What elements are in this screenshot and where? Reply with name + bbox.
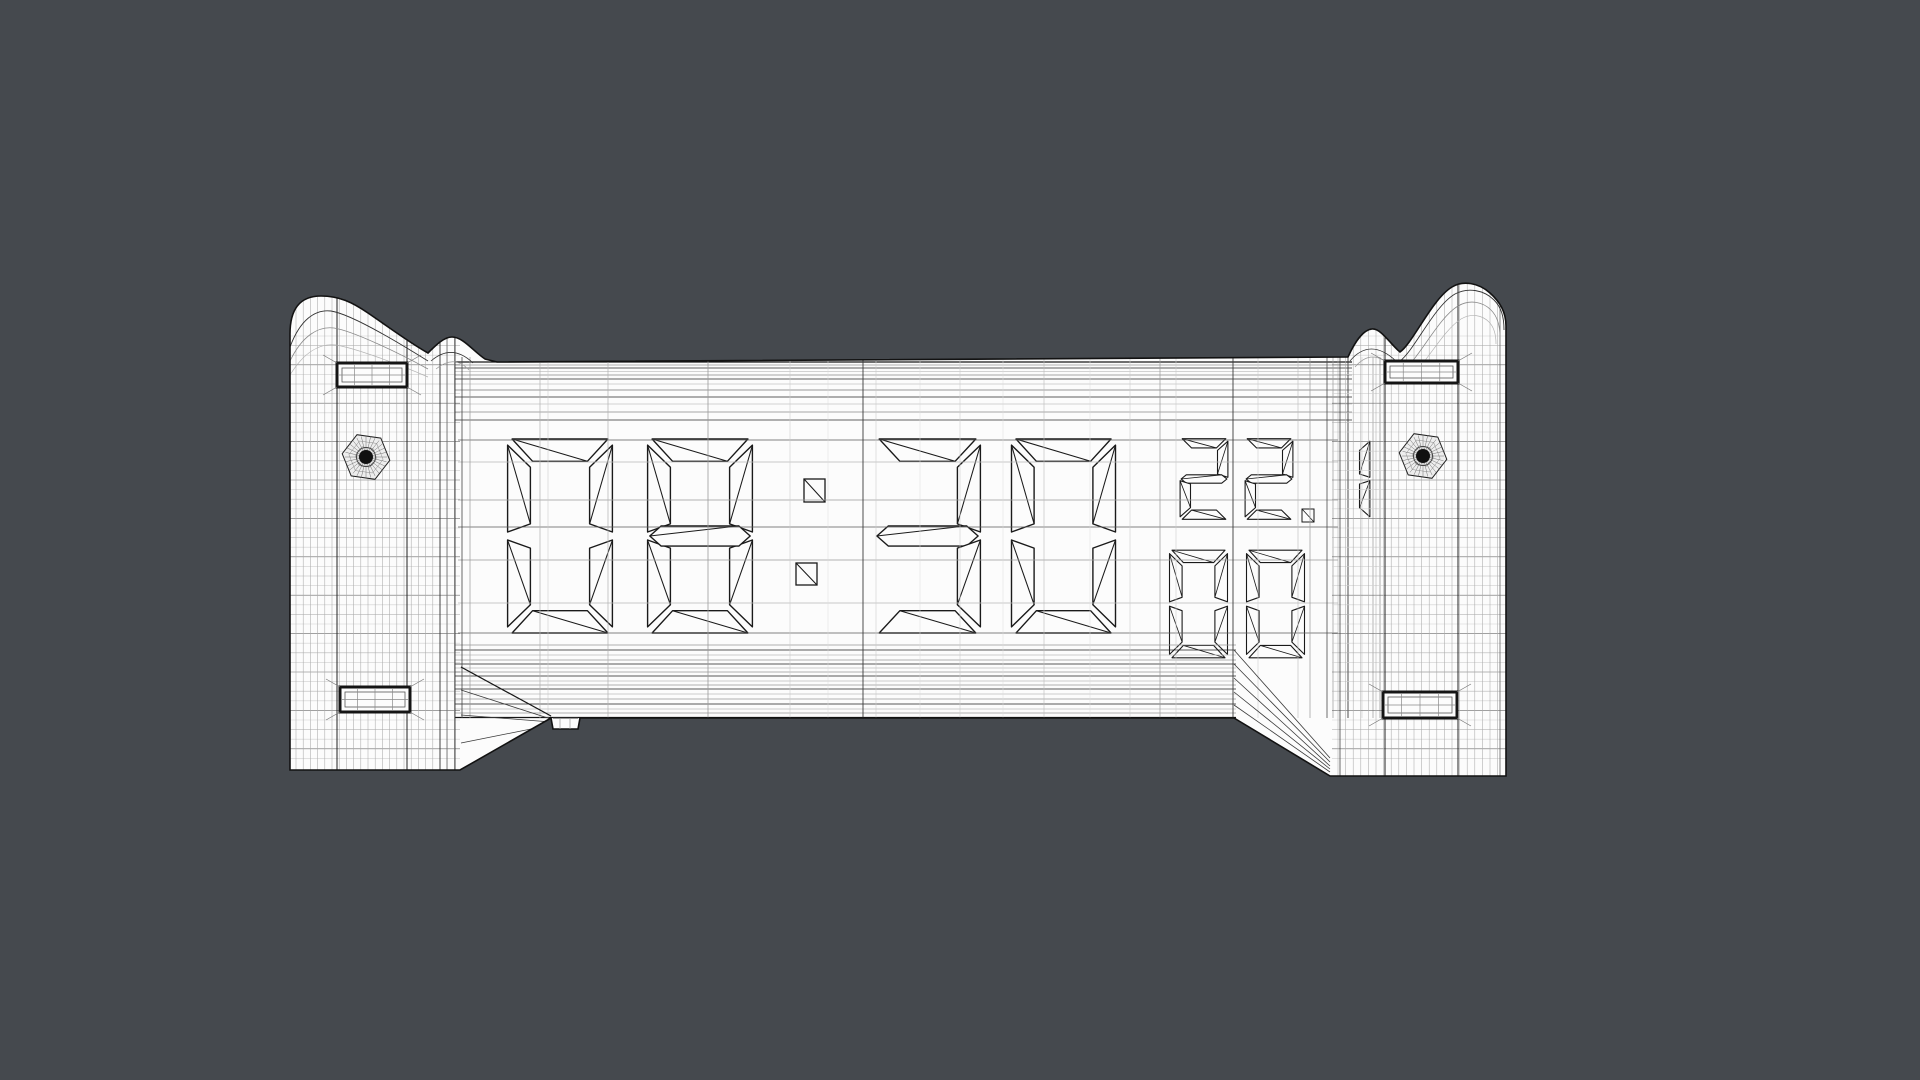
hour-tens-digit: [506, 438, 614, 634]
hour-ones-digit: [646, 438, 754, 634]
right-side-knob[interactable]: [1398, 433, 1448, 479]
clock-model: [289, 282, 1507, 777]
top-right-button-slot[interactable]: [1370, 352, 1473, 392]
bottom-left-button-slot[interactable]: [325, 678, 425, 721]
bottom-left-foot: [553, 717, 578, 729]
colon-upper-dot: [803, 478, 826, 503]
side-knobs: [341, 433, 1448, 480]
clock-silhouette-edge: [289, 282, 1507, 777]
temperature-tens-digit: [1179, 438, 1229, 520]
button-slots: [322, 352, 1473, 727]
minute-tens-digit: [876, 438, 982, 634]
left-side-knob[interactable]: [341, 434, 391, 480]
colon-lower-dot: [795, 562, 818, 586]
clock-display: [506, 438, 1371, 659]
temperature-decimal-point: [1301, 508, 1315, 523]
top-left-button-slot[interactable]: [322, 354, 422, 396]
bottom-right-button-slot[interactable]: [1368, 683, 1472, 727]
minute-ones-digit: [1010, 438, 1117, 634]
